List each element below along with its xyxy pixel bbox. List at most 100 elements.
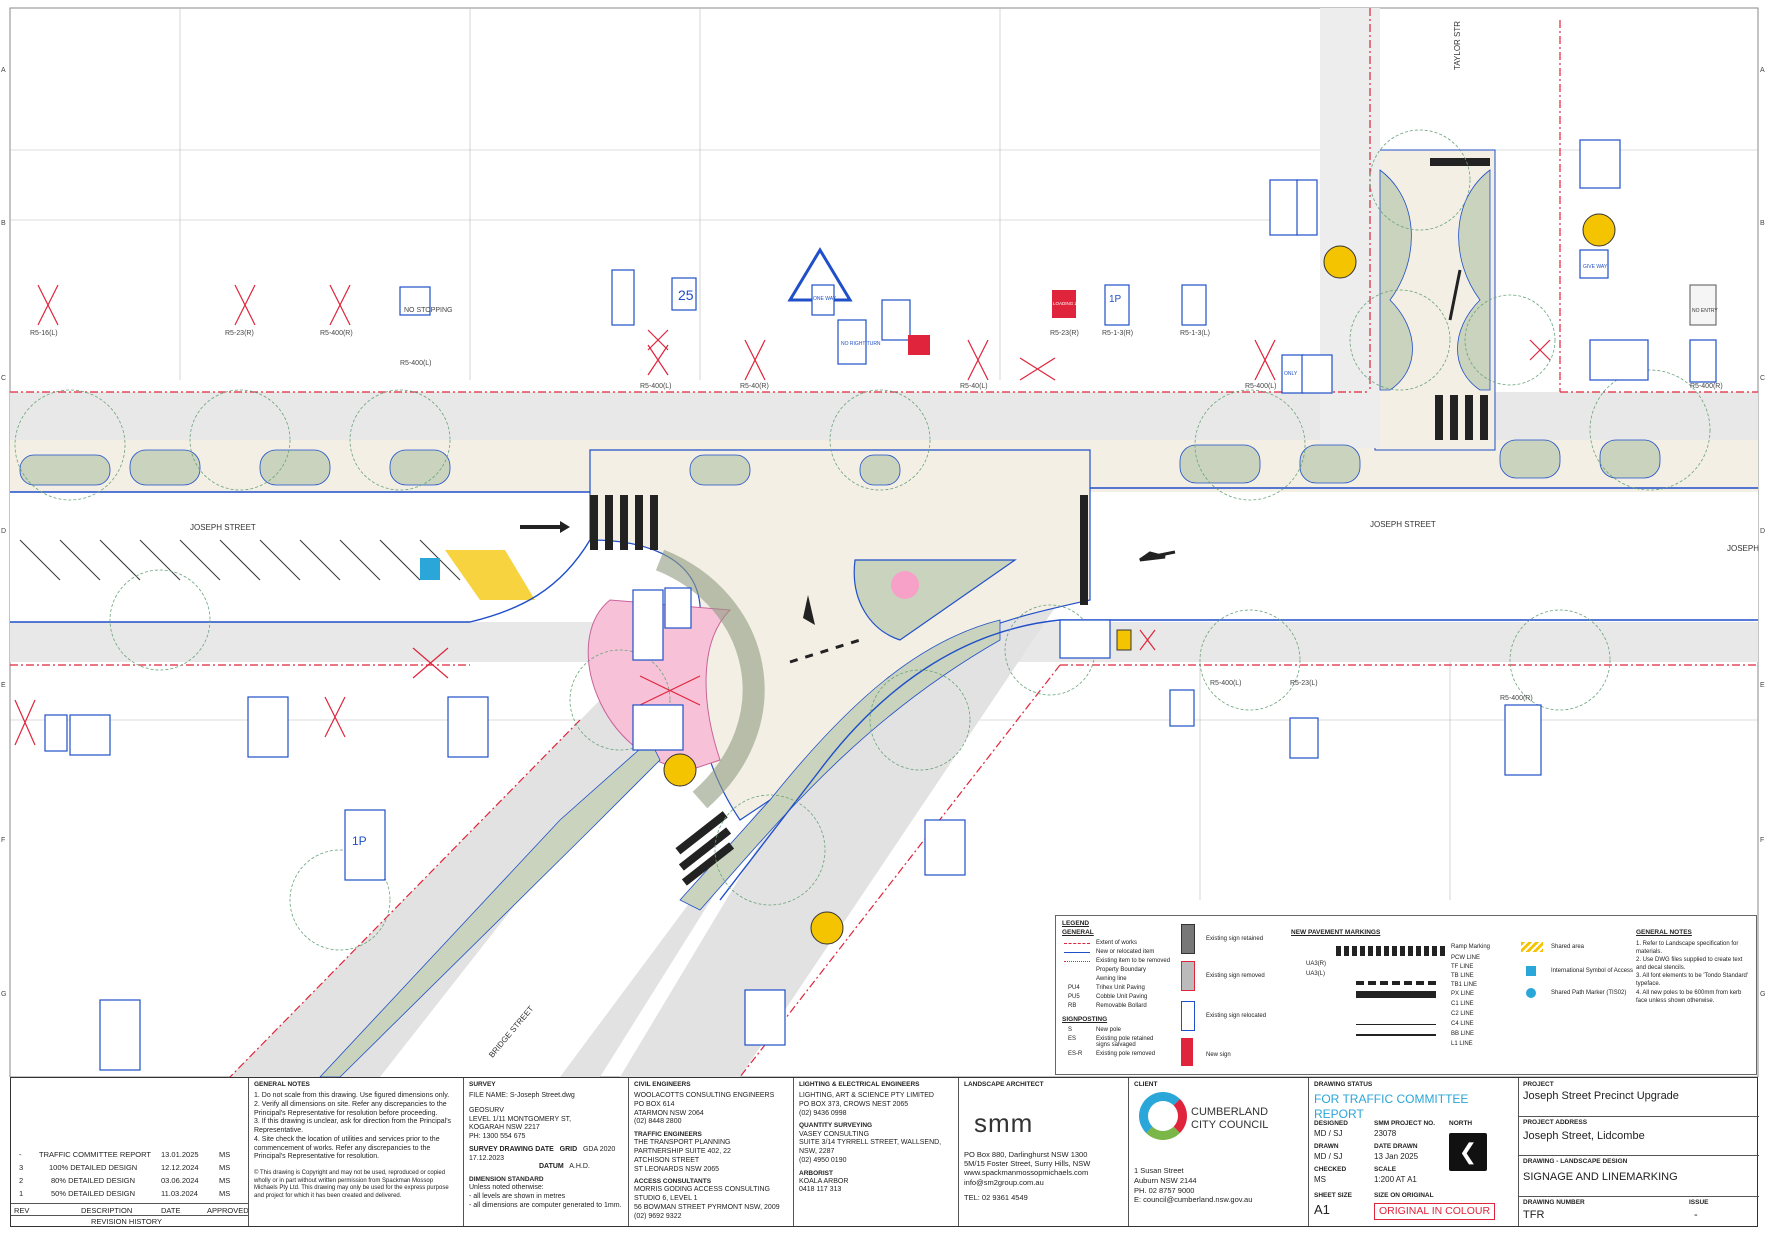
drawn-label: DRAWN: [1314, 1143, 1339, 1150]
la-address-line: info@sm2group.com.au: [964, 1177, 1044, 1187]
legend-note: 3. All font elements to be 'Tondo Standa…: [1636, 973, 1749, 988]
grid-letter-g: G: [1, 991, 6, 998]
date-drawn-label: DATE DRAWN: [1374, 1143, 1418, 1150]
legend-sign-status: New sign: [1206, 1052, 1231, 1058]
one-way-sign: [811, 284, 835, 316]
sign-ne-2: [1579, 249, 1609, 279]
arborist-line: KOALA ARBOR: [799, 1177, 849, 1185]
rev-date: 03.06.2024: [161, 1176, 199, 1185]
legend-sign-code: ES: [1068, 1036, 1077, 1042]
grid-value: GDA 2020: [582, 1145, 616, 1153]
sign-sw-3: [247, 696, 289, 758]
civil-line: ATARMON NSW 2064: [634, 1109, 704, 1117]
project-info: PROJECT Joseph Street Precinct Upgrade P…: [1519, 1078, 1759, 1226]
legend-sign-code: S: [1068, 1027, 1073, 1033]
yellow-sign-1: [1323, 245, 1357, 279]
grid-letter-d: D: [1, 528, 6, 535]
legend-other: Shared Path Marker (TIS02): [1551, 990, 1627, 996]
no-right-turn-text: NO RIGHT TURN: [841, 341, 881, 347]
sign-code: R5-40(L): [960, 383, 988, 390]
sign-code: R5-400(L): [1210, 680, 1242, 687]
traffic-line: PARTNERSHIP SUITE 402, 22: [634, 1148, 731, 1155]
one-p-sign-2: [1181, 284, 1207, 326]
rev-number: -: [19, 1150, 22, 1159]
project-address: Joseph Street, Lidcombe: [1523, 1130, 1645, 1142]
legend-notes: 1. Refer to Landscape specification for …: [1636, 940, 1751, 1005]
designed-value: MD / SJ: [1314, 1129, 1343, 1138]
rev-header: REV: [14, 1206, 30, 1215]
rev-approved: MS: [219, 1163, 231, 1172]
general-note: 1. Do not scale from this drawing. Use f…: [254, 1092, 450, 1100]
bridge-garden-strip: [319, 739, 661, 1077]
direction-arrows: [520, 269, 1462, 625]
drawing-type-label: DRAWING - LANDSCAPE DESIGN: [1523, 1158, 1628, 1165]
legend-code: PU5: [1068, 994, 1080, 1000]
dim-note: - all dimensions are computer generated …: [469, 1201, 622, 1209]
legend-marking: PCW LINE: [1451, 955, 1481, 961]
issue-value: -: [1694, 1209, 1698, 1221]
scale-label: SCALE: [1374, 1166, 1397, 1173]
grid-letter-c: C: [1, 375, 6, 382]
lighting-line: PO BOX 373, CROWS NEST 2065: [799, 1100, 909, 1108]
surveyor-line: KOGARAH NSW 2217: [469, 1124, 540, 1132]
sign-code: R5-23(L): [1290, 680, 1318, 687]
la-title: LANDSCAPE ARCHITECT: [964, 1081, 1044, 1088]
sign-bridge-4: [744, 989, 786, 1046]
qs-line: VASEY CONSULTING: [799, 1130, 870, 1138]
legend-note: 2. Use DWG files supplied to create text…: [1636, 957, 1743, 972]
one-p-sign: [1104, 284, 1130, 326]
qs-line: NSW, 2287: [799, 1148, 835, 1155]
north-label: NORTH: [1449, 1120, 1473, 1127]
legend-other: International Symbol of Access: [1551, 968, 1634, 974]
general-note: 4. Site check the location of utilities …: [254, 1135, 440, 1161]
extent-of-works: [10, 8, 1758, 1077]
sign-bridge-2: [99, 999, 141, 1071]
legend-marking-code: UA3(R): [1306, 961, 1327, 967]
no-stopping-sign-2: [881, 299, 911, 341]
drawn-value: MD / SJ: [1314, 1152, 1343, 1161]
survey-date: 17.12.2023: [469, 1154, 505, 1162]
smm-logo: smm: [974, 1108, 1034, 1139]
civil-title: CIVIL ENGINEERS: [634, 1081, 691, 1088]
rev-number: 3: [19, 1163, 24, 1172]
accessible-symbol: [420, 558, 440, 580]
sign-code: R5-23(R): [225, 330, 254, 337]
give-way-text: GIVE WAY: [1583, 264, 1608, 270]
yellow-sign-5: [1116, 629, 1132, 651]
la-address-line: www.spackmanmossopmichaels.com: [964, 1168, 1089, 1178]
access-title: ACCESS CONSULTANTS: [634, 1178, 712, 1186]
pole-sign-stack: [611, 269, 635, 326]
legend-marking: TB LINE: [1451, 973, 1474, 979]
legend-shared-swatch: [1521, 942, 1543, 952]
grid-letter-g-right: G: [1760, 991, 1765, 998]
yellow-warning-signs: [663, 213, 1616, 945]
civil-line: (02) 8448 2800: [634, 1118, 682, 1126]
client-address-line: Auburn NSW 2144: [1134, 1175, 1197, 1185]
parking-sign-tall: [1269, 179, 1299, 236]
client-address-line: E: council@cumberland.nsw.gov.au: [1134, 1195, 1253, 1205]
access-line: 56 BOWMAN STREET PYRMONT NSW, 2009: [634, 1203, 780, 1211]
yellow-sign-2: [1582, 213, 1616, 247]
no-entry-sign: [1689, 284, 1717, 326]
legend-marking: C2 LINE: [1451, 1011, 1474, 1017]
revision-history-label: REVISION HISTORY: [91, 1217, 162, 1226]
sign-code: R5-400(R): [320, 330, 353, 337]
grid-letters: A B C D E F G A B C D E F G: [1, 67, 1765, 998]
rev-number: 2: [19, 1176, 24, 1185]
revision-row: 1 50% DETAILED DESIGN 11.03.2024 MS: [11, 1189, 248, 1202]
client-address-line: PH. 02 8757 9000: [1134, 1185, 1195, 1195]
loading-zone-text: LOADING ZONE: [1053, 301, 1087, 306]
legend-signposting-title: SIGNPOSTING: [1062, 1016, 1108, 1023]
legend-marking: PX LINE: [1451, 991, 1475, 997]
taylor-garden-beds: [1379, 169, 1491, 391]
north-garden-beds: [19, 439, 1661, 486]
drawing-details: DRAWING STATUS FOR TRAFFIC COMMITTEE REP…: [1309, 1078, 1519, 1226]
parking-sign-tall-2: [1296, 179, 1318, 236]
sign-code: R5-400(L): [640, 383, 672, 390]
legend-bb-swatch: [1356, 1034, 1436, 1036]
lighting-line: LIGHTING, ART & SCIENCE PTY LIMITED: [799, 1092, 934, 1100]
grid-letter-c-right: C: [1760, 375, 1765, 382]
surveyor-line: PH: 1300 554 675: [469, 1133, 526, 1141]
grid-letter-b: B: [1, 220, 6, 227]
sign-code: R5-400(L): [1245, 383, 1277, 390]
